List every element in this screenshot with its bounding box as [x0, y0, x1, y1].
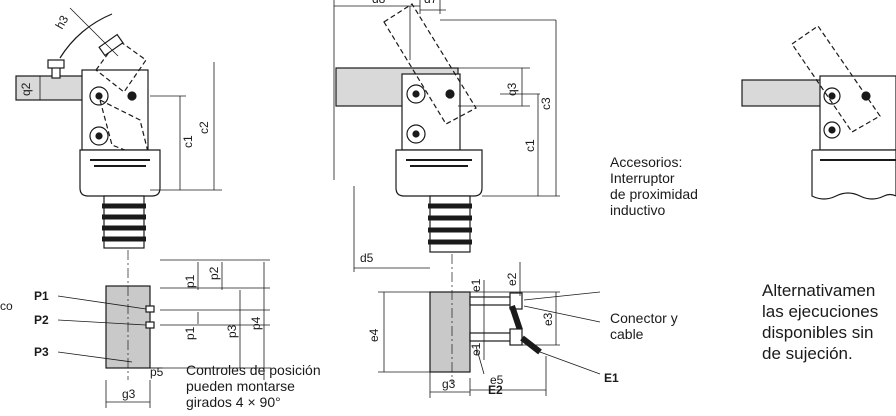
- dim-h3: h3: [52, 13, 71, 32]
- dim-p5: p5: [150, 365, 164, 379]
- dim-e2: e2: [505, 272, 519, 286]
- port-p3: P3: [34, 345, 49, 359]
- dim-d5-top: d8: [372, 0, 386, 6]
- right-clamp-view: [741, 25, 896, 200]
- dim-c1: c1: [181, 135, 195, 148]
- dim-e1-low: e1: [469, 342, 483, 356]
- dim-c1: c1: [523, 139, 537, 152]
- mounting-note: Controles de posición pueden montarse gi…: [186, 362, 321, 410]
- center-clamp-view: [333, 0, 601, 398]
- connector-e1: E1: [604, 371, 619, 385]
- port-p1: P1: [34, 289, 49, 303]
- accessories-label: Accesorios: Interruptor de proximidad in…: [610, 154, 698, 218]
- dim-e3: e3: [541, 312, 555, 326]
- center-hydraulic-block: [429, 291, 471, 373]
- dim-p3: p3: [225, 324, 239, 338]
- dim-p4: p4: [249, 316, 263, 330]
- dim-c3: c3: [539, 97, 553, 110]
- dim-p2: p2: [207, 266, 221, 280]
- port-p2: P2: [34, 313, 49, 327]
- dim-g3: g3: [442, 377, 456, 391]
- cut-label: co: [0, 299, 13, 313]
- dim-p1-top: p1: [183, 274, 197, 288]
- left-clamp-view: [15, 7, 270, 408]
- dim-d7-top: d7: [424, 0, 438, 6]
- proximity-switch-upper: [469, 292, 523, 331]
- dim-p1-low: p1: [183, 326, 197, 340]
- connector-label: Conector y cable: [610, 310, 678, 342]
- dim-q3: q3: [505, 82, 519, 96]
- dim-e5: e5: [490, 373, 504, 387]
- dim-e1-top: e1: [469, 278, 483, 292]
- center-dimension-labels: d8 d7 q3 c1 c3 d5 e1 e2 e4 e3 e1 e5 g3 E…: [360, 0, 619, 397]
- left-dimension-labels: h3 q2 c1 c2 p1 p2 p1 p3 p4 p5 g3 P1 P2 P…: [0, 13, 263, 401]
- alternative-note: Alternativamen las ejecuciones disponibl…: [762, 281, 879, 363]
- dim-d5: d5: [360, 251, 374, 265]
- dim-e4: e4: [367, 328, 381, 342]
- dim-q2: q2: [19, 82, 33, 96]
- dim-g3: g3: [122, 387, 136, 401]
- connector-e2: E2: [488, 383, 503, 397]
- dim-c2: c2: [197, 121, 211, 134]
